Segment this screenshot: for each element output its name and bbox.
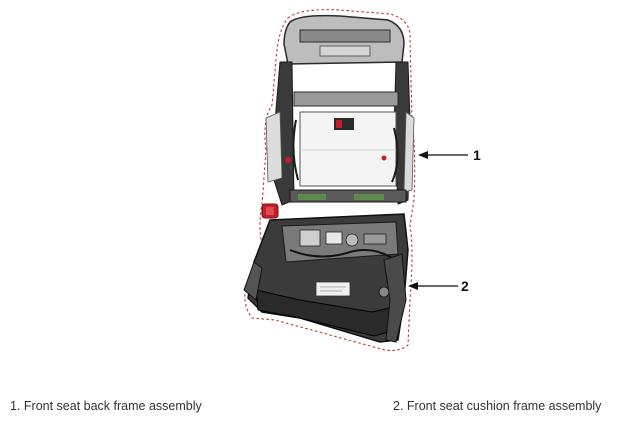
seat-frame-illustration (243, 9, 468, 351)
seat-back-frame (265, 14, 415, 206)
callout-arrow-2 (408, 282, 458, 290)
seat-outline-dashed (244, 9, 416, 351)
seat-frame-diagram: 1 2 (243, 9, 481, 351)
legend-item-2: 2. Front seat cushion frame assembly (393, 399, 602, 413)
callout-number-1: 1 (473, 147, 481, 163)
legend-item-1: 1. Front seat back frame assembly (10, 399, 202, 413)
callout-number-2: 2 (461, 278, 469, 294)
recliner-knob (261, 203, 279, 219)
seat-cushion-frame (243, 213, 409, 343)
callout-arrow-1 (418, 151, 468, 159)
